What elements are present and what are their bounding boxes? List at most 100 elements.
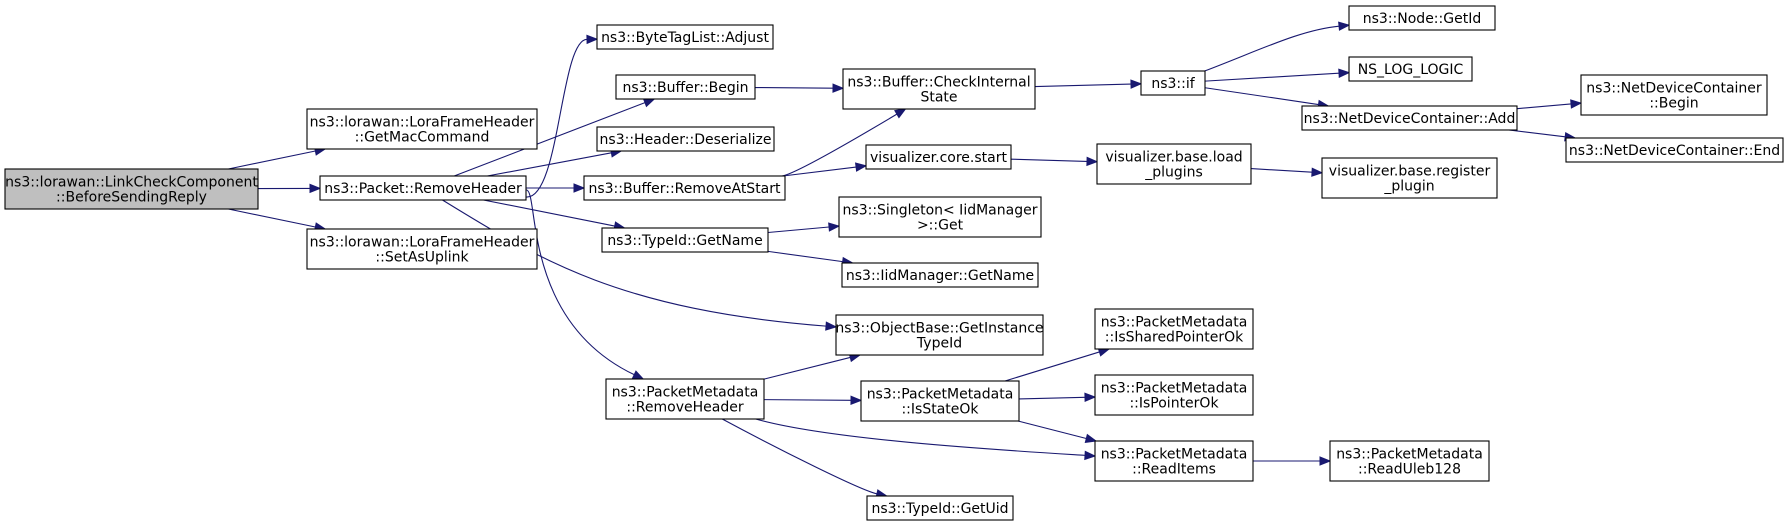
arrowhead-icon bbox=[1319, 456, 1332, 466]
node-label-line: ns3::ByteTagList::Adjust bbox=[601, 30, 769, 46]
node-header-deserialize[interactable]: ns3::Header::Deserialize bbox=[596, 126, 775, 152]
node-pm-removeheader[interactable]: ns3::PacketMetadata::RemoveHeader bbox=[605, 378, 765, 420]
node-box bbox=[605, 378, 765, 420]
edge-typeid-getname-to-iidmanager-getname bbox=[767, 250, 843, 263]
nodes-layer: ns3::lorawan::LinkCheckComponent::Before… bbox=[4, 5, 1784, 521]
node-label-line: ns3::Buffer::Begin bbox=[622, 80, 748, 96]
node-viz-core-start[interactable]: visualizer.core.start bbox=[865, 144, 1012, 170]
arrowhead-icon bbox=[1130, 79, 1143, 89]
arrowhead-icon bbox=[855, 162, 868, 172]
node-box bbox=[841, 262, 1039, 288]
node-buffer-begin[interactable]: ns3::Buffer::Begin bbox=[615, 74, 756, 100]
edge-ns3-if-to-ndc-add bbox=[1204, 87, 1319, 106]
node-box bbox=[1096, 143, 1252, 185]
node-ns-log-logic[interactable]: NS_LOG_LOGIC bbox=[1348, 56, 1473, 82]
node-node-getid[interactable]: ns3::Node::GetId bbox=[1348, 5, 1496, 31]
node-label-line: ns3::Singleton< IidManager bbox=[843, 203, 1038, 219]
arrowhead-icon bbox=[1311, 167, 1324, 177]
node-label-line: ns3::Header::Deserialize bbox=[600, 132, 772, 148]
node-bytetaglist-adjust[interactable]: ns3::ByteTagList::Adjust bbox=[596, 24, 774, 50]
node-pm-isstateok[interactable]: ns3::PacketMetadata::IsStateOk bbox=[860, 380, 1020, 422]
node-box bbox=[1348, 56, 1473, 82]
node-setasuplink[interactable]: ns3::lorawan::LoraFrameHeader::SetAsUpli… bbox=[306, 228, 538, 270]
arrowhead-icon bbox=[894, 108, 907, 119]
node-box bbox=[1140, 70, 1206, 96]
edge-packet-removeheader-to-buffer-begin bbox=[453, 102, 646, 177]
node-label-line: ::BeforeSendingReply bbox=[56, 190, 207, 206]
node-label-line: ns3::Buffer::CheckInternal bbox=[847, 75, 1030, 91]
node-box bbox=[4, 168, 259, 210]
node-pm-readitems[interactable]: ns3::PacketMetadata::ReadItems bbox=[1094, 440, 1254, 482]
node-viz-base-register[interactable]: visualizer.base.register_plugin bbox=[1321, 157, 1498, 199]
node-label-line: State bbox=[920, 90, 957, 106]
edge-pm-removeheader-to-pm-isstateok bbox=[763, 399, 852, 401]
node-label-line: visualizer.core.start bbox=[870, 150, 1007, 166]
node-label-line: visualizer.base.load bbox=[1105, 150, 1242, 166]
node-label-line: TypeId bbox=[916, 336, 962, 352]
node-box bbox=[860, 380, 1020, 422]
node-box bbox=[1329, 440, 1490, 482]
edge-pm-removeheader-to-typeid-getuid bbox=[721, 418, 878, 495]
edge-ndc-add-to-ndc-begin bbox=[1516, 103, 1572, 110]
node-ndc-begin[interactable]: ns3::NetDeviceContainer::Begin bbox=[1580, 74, 1768, 116]
node-typeid-getuid[interactable]: ns3::TypeId::GetUid bbox=[866, 495, 1014, 521]
node-ndc-end[interactable]: ns3::NetDeviceContainer::End bbox=[1565, 137, 1784, 163]
node-box bbox=[596, 24, 774, 50]
node-label-line: ns3::lorawan::LoraFrameHeader bbox=[310, 115, 535, 131]
node-label-line: visualizer.base.register bbox=[1329, 164, 1491, 180]
node-box bbox=[865, 144, 1012, 170]
node-label-line: ns3::ObjectBase::GetInstance bbox=[835, 321, 1043, 337]
node-label-line: ns3::lorawan::LinkCheckComponent bbox=[5, 175, 258, 191]
edge-ndc-add-to-ndc-end bbox=[1508, 129, 1566, 138]
edge-buffer-removeatstart-to-viz-core-start bbox=[782, 166, 857, 177]
edge-root-to-setasuplink bbox=[228, 208, 316, 228]
edge-buffer-begin-to-buffer-checkinternal bbox=[754, 86, 834, 89]
edge-packet-removeheader-to-bytetaglist-adjust bbox=[525, 38, 588, 198]
node-root[interactable]: ns3::lorawan::LinkCheckComponent::Before… bbox=[4, 168, 259, 210]
node-buffer-removeatstart[interactable]: ns3::Buffer::RemoveAtStart bbox=[583, 175, 786, 201]
node-getmaccommand[interactable]: ns3::lorawan::LoraFrameHeader::GetMacCom… bbox=[306, 108, 538, 150]
node-iidmanager-getname[interactable]: ns3::IidManager::GetName bbox=[841, 262, 1039, 288]
edge-buffer-removeatstart-to-buffer-checkinternal bbox=[781, 113, 898, 177]
node-ndc-add[interactable]: ns3::NetDeviceContainer::Add bbox=[1301, 105, 1518, 131]
node-label-line: ::SetAsUplink bbox=[375, 250, 469, 266]
node-pm-issharedpointerok[interactable]: ns3::PacketMetadata::IsSharedPointerOk bbox=[1094, 308, 1254, 350]
node-typeid-getname[interactable]: ns3::TypeId::GetName bbox=[601, 227, 769, 253]
arrowhead-icon bbox=[1338, 21, 1351, 31]
node-label-line: _plugin bbox=[1383, 179, 1434, 195]
node-label-line: ::ReadUleb128 bbox=[1358, 462, 1461, 478]
node-label-line: NS_LOG_LOGIC bbox=[1358, 62, 1464, 78]
edge-buffer-checkinternal-to-ns3-if bbox=[1034, 83, 1132, 88]
node-pm-ispointerok[interactable]: ns3::PacketMetadata::IsPointerOk bbox=[1094, 374, 1254, 416]
arrowhead-icon bbox=[573, 183, 586, 193]
arrowhead-icon bbox=[832, 83, 845, 93]
node-label-line: ns3::PacketMetadata bbox=[1101, 447, 1248, 463]
node-box bbox=[306, 108, 538, 150]
node-box bbox=[1348, 5, 1496, 31]
node-label-line: ns3::PacketMetadata bbox=[612, 385, 759, 401]
arrowhead-icon bbox=[825, 321, 838, 331]
node-label-line: ns3::NetDeviceContainer::End bbox=[1569, 143, 1780, 159]
node-box bbox=[615, 74, 756, 100]
edge-ns3-if-to-node-getid bbox=[1204, 25, 1340, 72]
node-box bbox=[1321, 157, 1498, 199]
edge-viz-base-load-to-viz-base-register bbox=[1250, 168, 1313, 173]
node-singleton-get[interactable]: ns3::Singleton< IidManager>::Get bbox=[838, 196, 1042, 238]
node-label-line: ns3::PacketMetadata bbox=[1336, 447, 1483, 463]
node-box bbox=[1094, 440, 1254, 482]
node-label-line: ::IsSharedPointerOk bbox=[1105, 330, 1244, 346]
edge-root-to-getmaccommand bbox=[228, 150, 316, 170]
node-packet-removeheader[interactable]: ns3::Packet::RemoveHeader bbox=[319, 175, 527, 201]
node-ns3-if[interactable]: ns3::if bbox=[1140, 70, 1206, 96]
node-label-line: ::IsPointerOk bbox=[1129, 396, 1219, 412]
node-box bbox=[319, 175, 527, 201]
node-pm-readuleb128[interactable]: ns3::PacketMetadata::ReadUleb128 bbox=[1329, 440, 1490, 482]
node-label-line: ns3::TypeId::GetUid bbox=[871, 501, 1008, 517]
node-viz-base-load[interactable]: visualizer.base.load_plugins bbox=[1096, 143, 1252, 185]
arrowhead-icon bbox=[850, 395, 863, 406]
node-box bbox=[838, 196, 1042, 238]
node-box bbox=[1094, 374, 1254, 416]
